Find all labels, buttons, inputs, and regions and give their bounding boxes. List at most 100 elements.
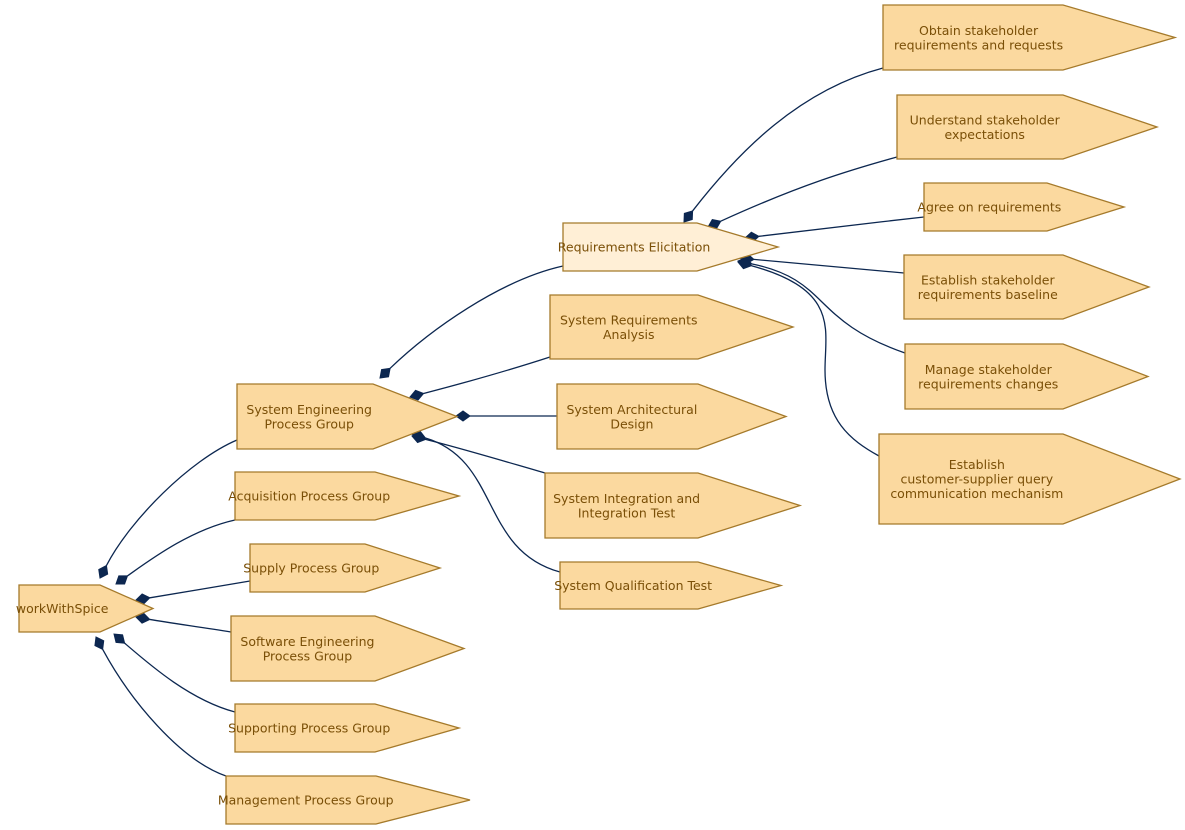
node-label: Acquisition Process Group [228, 489, 390, 504]
diamond-composition-icon [379, 367, 391, 379]
diamond-composition-icon [409, 389, 425, 401]
edge-line [124, 642, 236, 713]
diamond-composition-icon [115, 575, 129, 585]
node-label: Software Engineering [240, 634, 374, 649]
edge-root-support [113, 633, 236, 713]
diamond-composition-icon [98, 564, 109, 579]
edge-elic-manage [737, 256, 906, 354]
node-agree[interactable]: Agree on requirements [917, 182, 1127, 232]
edge-root-swe [135, 612, 232, 633]
node-label: System Integration and [553, 491, 700, 506]
edge-line [692, 67, 884, 212]
node-label: Design [610, 416, 653, 431]
diamond-composition-icon [113, 633, 126, 644]
edge-elic-obtain [683, 67, 884, 223]
node-root[interactable]: workWithSpice [16, 584, 155, 633]
node-shape [903, 254, 1151, 320]
edge-sepg-sra [409, 356, 551, 401]
edge-line [753, 258, 905, 274]
node-label: workWithSpice [16, 601, 109, 616]
edge-line [389, 265, 564, 369]
diamond-composition-icon [135, 612, 151, 624]
node-label: System Engineering [246, 402, 372, 417]
node-shape [544, 472, 803, 539]
edge-root-acq [115, 519, 236, 585]
node-label: requirements changes [918, 376, 1058, 391]
node-shape [923, 182, 1127, 232]
edge-elic-understand [707, 156, 898, 230]
diamond-composition-icon [455, 410, 471, 422]
node-label: Supply Process Group [243, 561, 379, 576]
node-elic[interactable]: Requirements Elicitation [558, 222, 781, 272]
node-acq[interactable]: Acquisition Process Group [228, 471, 462, 521]
node-shape [234, 703, 462, 753]
node-label: requirements baseline [918, 287, 1058, 302]
node-label: Management Process Group [218, 793, 394, 808]
node-support[interactable]: Supporting Process Group [228, 703, 462, 753]
edge-elic-agree [744, 216, 925, 243]
node-shape [225, 775, 471, 825]
node-shape [562, 222, 781, 272]
node-label: Establish [949, 457, 1005, 472]
node-label: Establish stakeholder [921, 272, 1055, 287]
edge-sepg-elic [379, 265, 564, 379]
diamond-composition-icon [683, 210, 694, 223]
edge-elic-query [737, 258, 880, 457]
edge-line [751, 263, 906, 354]
edge-line [425, 437, 561, 573]
edge-line [423, 356, 551, 395]
node-label: Process Group [263, 648, 353, 663]
node-shape [230, 615, 466, 682]
edge-line [758, 216, 925, 237]
edge-sepg-sit [411, 432, 546, 474]
node-shape [878, 433, 1182, 525]
node-sqt[interactable]: System Qualification Test [554, 561, 784, 610]
node-label: Requirements Elicitation [558, 240, 711, 255]
edge-line [425, 438, 546, 474]
edge-line [751, 265, 880, 457]
node-supply[interactable]: Supply Process Group [243, 543, 443, 593]
node-label: Analysis [603, 327, 655, 342]
node-label: System Architectural [566, 402, 697, 417]
node-shape [236, 383, 459, 450]
node-shape [234, 471, 462, 521]
edge-line [102, 649, 227, 777]
diamond-composition-icon [94, 636, 105, 651]
node-label: Supporting Process Group [228, 721, 390, 736]
edge-root-mgmt [94, 636, 227, 777]
node-label: Manage stakeholder [925, 362, 1053, 377]
edge-line [720, 156, 898, 222]
edges [94, 67, 925, 777]
edge-root-supply [135, 580, 251, 605]
diamond-composition-icon [737, 258, 753, 270]
node-mgmt[interactable]: Management Process Group [218, 775, 471, 825]
edge-line [149, 580, 251, 599]
node-label: Understand stakeholder [910, 112, 1061, 127]
node-label: requirements and requests [894, 37, 1063, 52]
node-shape [549, 294, 796, 360]
node-label: System Qualification Test [554, 578, 712, 593]
node-shape [904, 343, 1150, 410]
node-shape [249, 543, 443, 593]
node-shape [896, 94, 1160, 160]
edge-line [105, 439, 238, 566]
node-shape [18, 584, 155, 633]
edge-line [127, 519, 236, 577]
node-label: Obtain stakeholder [919, 23, 1039, 38]
node-shape [882, 4, 1178, 71]
node-label: expectations [945, 127, 1025, 142]
node-label: communication mechanism [890, 486, 1063, 501]
node-label: System Requirements [560, 312, 698, 327]
node-shape [556, 383, 788, 450]
edge-line [149, 618, 232, 633]
